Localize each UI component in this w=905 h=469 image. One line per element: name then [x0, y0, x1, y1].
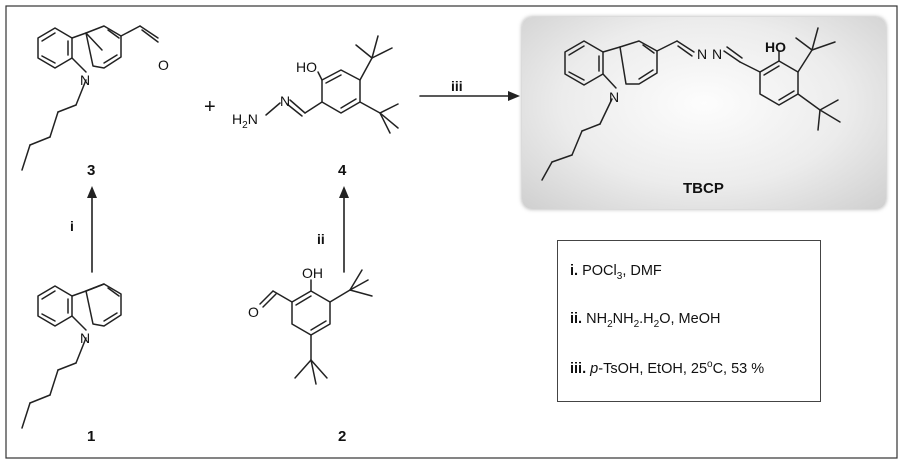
condition-i-label: i.	[570, 263, 579, 279]
conditions-box: i. POCl3, DMF ii. NH2NH2.H2O, MeOH iii. …	[557, 240, 821, 402]
condition-iii-reagents: p-TsOH, EtOH, 25oC, 53 %	[590, 359, 765, 377]
compound-4-structure	[265, 35, 399, 134]
atom-label: N	[280, 93, 291, 109]
compound-2-structure	[259, 269, 373, 385]
compound-label-3: 3	[87, 162, 96, 179]
compound-label-1: 1	[87, 428, 96, 445]
compound-label-4: 4	[338, 162, 347, 179]
arrow-iii-head	[508, 91, 520, 101]
atom-label: HO	[296, 59, 317, 75]
step-label-i: i	[70, 218, 74, 234]
atom-label: N	[609, 89, 620, 105]
condition-i: i. POCl3, DMF	[570, 263, 662, 282]
arrow-ii-head	[339, 186, 349, 198]
atom-label: N	[697, 46, 708, 62]
plus-sign: +	[204, 96, 216, 118]
condition-iii-label: iii.	[570, 360, 587, 377]
outer-frame	[5, 5, 898, 459]
atom-label: O	[158, 57, 169, 73]
step-label-ii: ii	[317, 231, 325, 247]
compound-3-structure	[21, 25, 159, 171]
step-label-iii: iii	[451, 78, 463, 94]
compound-label-2: 2	[338, 428, 347, 445]
atom-label: N	[80, 330, 91, 346]
atom-label: H2N	[232, 111, 258, 131]
arrow-i-head	[87, 186, 97, 198]
condition-iii: iii. p-TsOH, EtOH, 25oC, 53 %	[570, 359, 764, 377]
atom-label: O	[248, 304, 259, 320]
compound-label-product: TBCP	[683, 180, 724, 197]
condition-ii-reagents: NH2NH2.H2O, MeOH	[586, 311, 721, 330]
atom-label: N	[712, 46, 723, 62]
product-structure	[541, 27, 841, 181]
compound-1-structure	[21, 283, 122, 429]
condition-ii: ii. NH2NH2.H2O, MeOH	[570, 311, 720, 330]
atom-label: OH	[302, 265, 323, 281]
atom-label: N	[80, 72, 91, 88]
condition-i-reagents: POCl3, DMF	[582, 263, 662, 282]
atom-label: HO	[765, 39, 786, 55]
arrows	[91, 95, 513, 273]
condition-ii-label: ii.	[570, 311, 583, 327]
